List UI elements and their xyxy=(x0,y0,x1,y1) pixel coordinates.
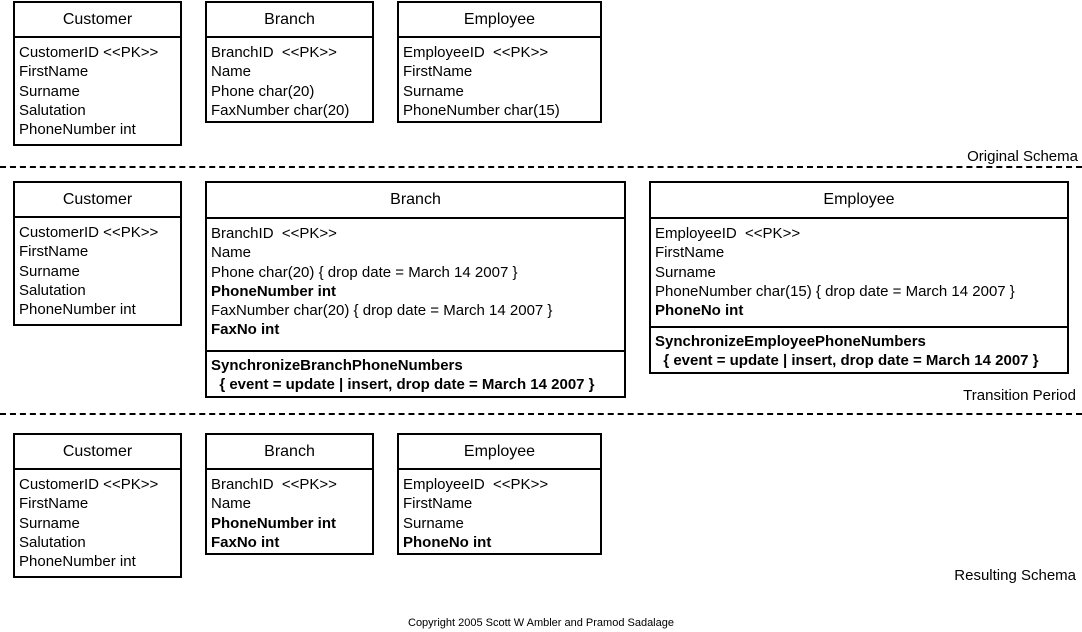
attribute: FaxNo int xyxy=(211,321,280,339)
attribute: Name xyxy=(211,63,252,81)
resulting-employee-table: Employee EmployeeID <<PK>> FirstName Sur… xyxy=(397,433,602,555)
attribute: Salutation xyxy=(19,533,86,551)
operations-section: SynchronizeBranchPhoneNumbers { event = … xyxy=(207,350,624,395)
attribute: BranchID <<PK>> xyxy=(211,225,337,242)
original-customer-table: Customer CustomerID <<PK>> FirstName Sur… xyxy=(13,1,182,146)
attributes-section: EmployeeID <<PK>> FirstName Surname Phon… xyxy=(399,470,600,552)
original-schema-label: Original Schema xyxy=(967,148,1078,165)
trigger-details: { event = update | insert, drop date = M… xyxy=(655,352,1039,370)
table-title: Customer xyxy=(15,3,180,38)
attribute: Salutation xyxy=(19,101,86,119)
original-employee-table: Employee EmployeeID <<PK>> FirstName Sur… xyxy=(397,1,602,123)
attributes-section: BranchID <<PK>> Name Phone char(20) FaxN… xyxy=(207,38,372,120)
attribute: Surname xyxy=(19,514,80,532)
attribute: FirstName xyxy=(19,243,89,261)
attribute: CustomerID <<PK>> xyxy=(19,224,159,241)
attribute: CustomerID <<PK>> xyxy=(19,476,159,493)
attribute: PhoneNo int xyxy=(655,302,744,320)
resulting-schema-label: Resulting Schema xyxy=(954,567,1076,584)
attribute: FirstName xyxy=(655,244,725,262)
attribute: PhoneNo int xyxy=(403,533,492,551)
transition-period-label: Transition Period xyxy=(963,387,1076,404)
table-title: Branch xyxy=(207,3,372,38)
table-title: Employee xyxy=(399,3,600,38)
transition-branch-table: Branch BranchID <<PK>> Name Phone char(2… xyxy=(205,181,626,398)
resulting-branch-table: Branch BranchID <<PK>> Name PhoneNumber … xyxy=(205,433,374,555)
attribute: EmployeeID <<PK>> xyxy=(403,476,549,493)
table-title: Customer xyxy=(15,435,180,470)
attribute: FirstName xyxy=(403,63,473,81)
attribute: Name xyxy=(211,495,252,513)
original-branch-table: Branch BranchID <<PK>> Name Phone char(2… xyxy=(205,1,374,123)
attribute: EmployeeID <<PK>> xyxy=(403,44,549,61)
attribute: Surname xyxy=(19,262,80,280)
section-separator xyxy=(0,413,1082,415)
table-title: Branch xyxy=(207,183,624,219)
attribute: Phone char(20) xyxy=(211,82,315,100)
table-title: Employee xyxy=(651,183,1067,219)
table-title: Customer xyxy=(15,183,180,218)
operations-section: SynchronizeEmployeePhoneNumbers { event … xyxy=(651,326,1067,371)
attribute: PhoneNumber int xyxy=(19,553,136,571)
attributes-section: CustomerID <<PK>> FirstName Surname Salu… xyxy=(15,470,180,571)
attribute: FirstName xyxy=(19,63,89,81)
attribute: Surname xyxy=(655,263,716,281)
attributes-section: BranchID <<PK>> Name Phone char(20) { dr… xyxy=(207,219,624,350)
attribute: Surname xyxy=(403,514,464,532)
trigger-details: { event = update | insert, drop date = M… xyxy=(211,376,595,394)
attribute: Name xyxy=(211,244,252,262)
attribute: PhoneNumber int xyxy=(19,121,136,139)
attribute: BranchID <<PK>> xyxy=(211,44,337,61)
table-title: Employee xyxy=(399,435,600,470)
attribute: PhoneNumber int xyxy=(19,301,136,319)
attributes-section: CustomerID <<PK>> FirstName Surname Salu… xyxy=(15,38,180,139)
attributes-section: EmployeeID <<PK>> FirstName Surname Phon… xyxy=(399,38,600,120)
attribute: PhoneNumber int xyxy=(211,514,337,532)
attributes-section: EmployeeID <<PK>> FirstName Surname Phon… xyxy=(651,219,1067,326)
attribute: FaxNumber char(20) { drop date = March 1… xyxy=(211,302,553,320)
attribute: Surname xyxy=(403,82,464,100)
attribute: Surname xyxy=(19,82,80,100)
attribute: PhoneNumber char(15) { drop date = March… xyxy=(655,282,1015,300)
attribute: CustomerID <<PK>> xyxy=(19,44,159,61)
trigger-name: SynchronizeBranchPhoneNumbers xyxy=(211,357,463,374)
attribute: Phone char(20) { drop date = March 14 20… xyxy=(211,263,518,281)
attributes-section: BranchID <<PK>> Name PhoneNumber int Fax… xyxy=(207,470,372,552)
attribute: BranchID <<PK>> xyxy=(211,476,337,493)
transition-employee-table: Employee EmployeeID <<PK>> FirstName Sur… xyxy=(649,181,1069,374)
transition-customer-table: Customer CustomerID <<PK>> FirstName Sur… xyxy=(13,181,182,326)
table-title: Branch xyxy=(207,435,372,470)
attribute: EmployeeID <<PK>> xyxy=(655,225,801,242)
attribute: PhoneNumber char(15) xyxy=(403,101,560,119)
copyright-notice: Copyright 2005 Scott W Ambler and Pramod… xyxy=(408,617,674,629)
trigger-name: SynchronizeEmployeePhoneNumbers xyxy=(655,333,926,350)
attribute: FirstName xyxy=(19,495,89,513)
attribute: FaxNumber char(20) xyxy=(211,101,350,119)
attribute: FirstName xyxy=(403,495,473,513)
resulting-customer-table: Customer CustomerID <<PK>> FirstName Sur… xyxy=(13,433,182,578)
attribute: Salutation xyxy=(19,281,86,299)
attribute: FaxNo int xyxy=(211,533,280,551)
attribute: PhoneNumber int xyxy=(211,282,337,300)
section-separator xyxy=(0,166,1082,168)
attributes-section: CustomerID <<PK>> FirstName Surname Salu… xyxy=(15,218,180,319)
